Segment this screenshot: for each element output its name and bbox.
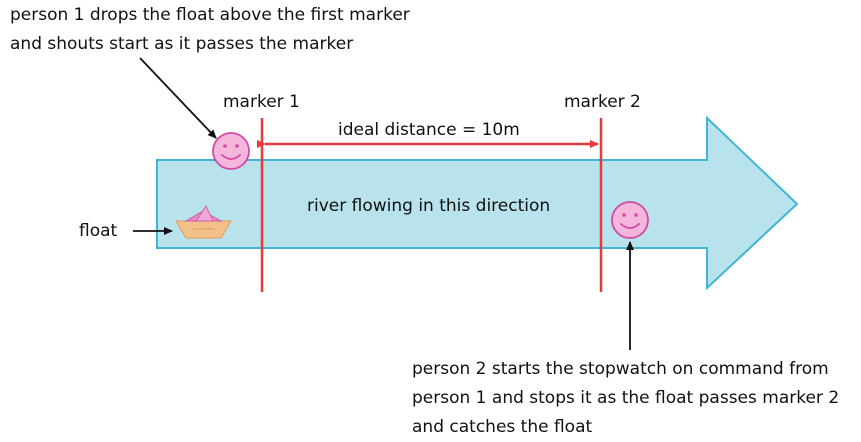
annotation-person-1-line-1: person 1 drops the float above the first… [10, 5, 410, 25]
annotation-person-1: person 1 drops the float above the first… [10, 1, 410, 59]
pointer-arrow-person-1 [139, 57, 217, 139]
annotation-person-2-line-1: person 2 starts the stopwatch on command… [412, 359, 829, 379]
marker-1-label: marker 1 [223, 92, 300, 112]
annotation-person-2: person 2 starts the stopwatch on command… [412, 355, 839, 442]
river-arrow [156, 115, 799, 291]
float-boat-icon [175, 205, 232, 239]
person-1-face-icon [212, 132, 250, 170]
person-2-face-icon [611, 201, 649, 239]
annotation-person-1-line-2: and shouts start as it passes the marker [10, 34, 354, 54]
annotation-person-2-line-2: person 1 and stops it as the float passe… [412, 388, 840, 408]
float-label: float [79, 221, 118, 241]
river-label: river flowing in this direction [307, 196, 551, 216]
annotation-person-2-line-3: and catches the float [412, 417, 593, 437]
distance-label: ideal distance = 10m [338, 120, 520, 140]
marker-2-label: marker 2 [564, 92, 641, 112]
